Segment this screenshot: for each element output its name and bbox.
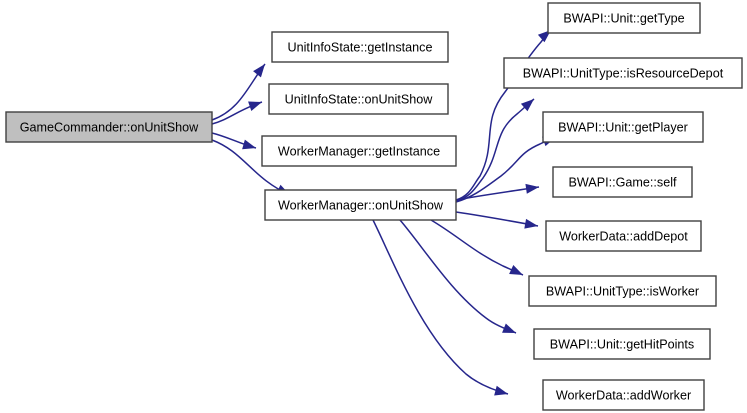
arrow-head-triangle — [525, 183, 539, 194]
node-label: BWAPI::UnitType::isResourceDepot — [523, 66, 724, 80]
node-box[interactable] — [271, 31, 449, 63]
graph-node-bwapi-unit-gettype[interactable]: BWAPI::Unit::getType — [547, 2, 701, 34]
graph-node-unitinfostate-getinstance[interactable]: UnitInfoState::getInstance — [271, 31, 449, 63]
graph-node-gamecommander-onunitshow[interactable]: GameCommander::onUnitShow — [5, 111, 213, 143]
node-label: BWAPI::Unit::getType — [563, 11, 684, 25]
arrow-head-triangle — [502, 323, 516, 333]
node-box[interactable] — [528, 275, 717, 307]
node-box[interactable] — [264, 189, 457, 221]
arrow-head-icon-n9 — [524, 218, 538, 229]
node-label: BWAPI::Game::self — [568, 175, 677, 189]
call-edge-n4-to-n12 — [372, 219, 509, 395]
nodes-layer: GameCommander::onUnitShow UnitInfoState::… — [5, 2, 743, 411]
arrow-head-triangle — [242, 139, 256, 150]
node-label: BWAPI::UnitType::isWorker — [546, 284, 699, 298]
node-label: WorkerManager::getInstance — [278, 144, 440, 158]
graph-node-unitinfostate-onunitshow[interactable]: UnitInfoState::onUnitShow — [268, 83, 449, 115]
call-edge-n4-to-n11 — [399, 219, 517, 334]
node-box[interactable] — [533, 328, 711, 360]
graph-node-bwapi-unit-getplayer[interactable]: BWAPI::Unit::getPlayer — [542, 111, 704, 143]
node-box[interactable] — [261, 135, 457, 167]
node-box[interactable] — [552, 166, 693, 198]
arrow-head-icon-n3 — [242, 139, 256, 150]
node-box[interactable] — [542, 379, 705, 411]
arrow-head-icon-n6 — [520, 99, 534, 112]
arrow-head-icon-n1 — [253, 64, 265, 78]
graph-node-workerdata-addworker[interactable]: WorkerData::addWorker — [542, 379, 705, 411]
node-label: WorkerData::addDepot — [559, 229, 688, 243]
node-label: BWAPI::Unit::getHitPoints — [550, 337, 694, 351]
node-box[interactable] — [547, 2, 701, 34]
graph-node-bwapi-unit-gethitpoints[interactable]: BWAPI::Unit::getHitPoints — [533, 328, 711, 360]
node-box[interactable] — [268, 83, 449, 115]
graph-node-workermanager-getinstance[interactable]: WorkerManager::getInstance — [261, 135, 457, 167]
node-box[interactable] — [545, 220, 702, 252]
node-label: UnitInfoState::getInstance — [288, 40, 433, 54]
node-label: WorkerManager::onUnitShow — [278, 198, 444, 212]
call-edge-n4-to-n10 — [430, 219, 524, 276]
node-label: BWAPI::Unit::getPlayer — [558, 120, 688, 134]
arrow-head-triangle — [509, 264, 523, 275]
arrow-head-triangle — [520, 99, 534, 112]
node-label: UnitInfoState::onUnitShow — [285, 92, 434, 106]
graph-node-workerdata-adddepot[interactable]: WorkerData::addDepot — [545, 220, 702, 252]
graph-node-bwapi-game-self[interactable]: BWAPI::Game::self — [552, 166, 693, 198]
node-box[interactable] — [542, 111, 704, 143]
graph-node-workermanager-onunitshow[interactable]: WorkerManager::onUnitShow — [264, 189, 457, 221]
node-box[interactable] — [503, 57, 743, 89]
arrow-head-icon-n11 — [502, 323, 516, 333]
node-label: GameCommander::onUnitShow — [20, 120, 199, 134]
arrow-head-triangle — [494, 385, 508, 396]
arrow-head-triangle — [248, 101, 262, 111]
arrow-head-triangle — [253, 64, 265, 78]
arrow-head-icon-n8 — [525, 183, 539, 194]
node-label: WorkerData::addWorker — [556, 388, 691, 402]
graph-node-bwapi-unittype-isresourcedepot[interactable]: BWAPI::UnitType::isResourceDepot — [503, 57, 743, 89]
arrow-head-icon-n12 — [494, 385, 508, 396]
node-box[interactable] — [5, 111, 213, 143]
arrow-head-triangle — [524, 218, 538, 229]
arrow-head-icon-n2 — [248, 101, 262, 111]
arrow-head-icon-n10 — [509, 264, 523, 275]
graph-node-bwapi-unittype-isworker[interactable]: BWAPI::UnitType::isWorker — [528, 275, 717, 307]
call-edge-n4-to-n6 — [455, 98, 535, 202]
